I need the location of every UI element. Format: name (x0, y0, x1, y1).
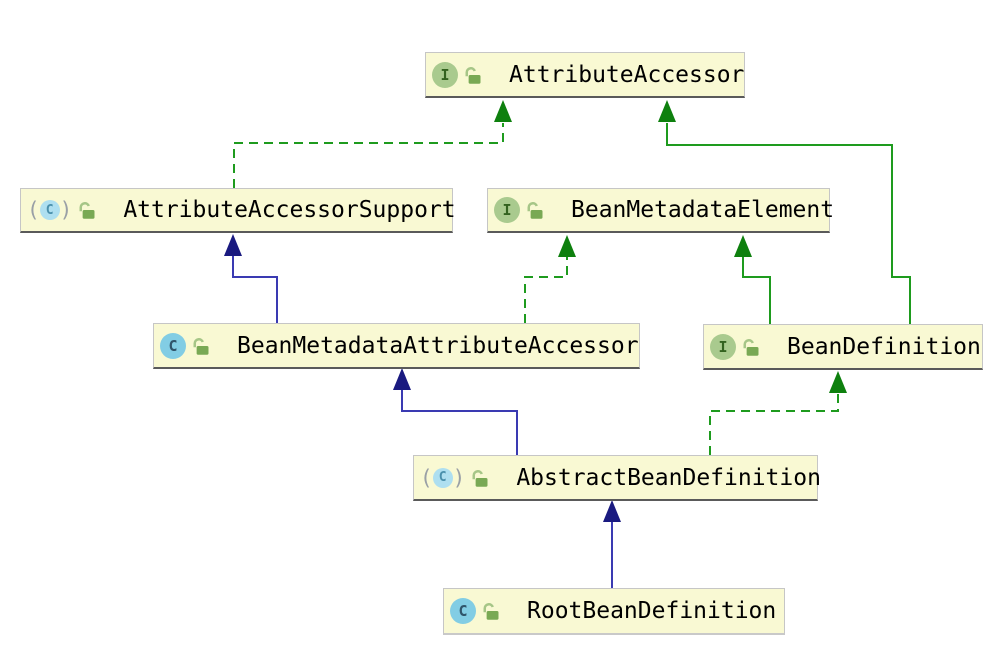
interface-icon-letter: I (494, 197, 520, 223)
class-icon: C (450, 598, 476, 624)
interface-icon: I (432, 61, 458, 88)
unlocked-icon (472, 469, 488, 487)
class-icon-letter: C (160, 332, 186, 359)
class-name: AbstractBeanDefinition (516, 464, 821, 491)
class-name: RootBeanDefinition (527, 598, 777, 624)
node-attribute-accessor[interactable]: I AttributeAccessor (425, 52, 745, 98)
unlocked-icon (743, 338, 759, 356)
unlocked-icon (193, 337, 209, 355)
node-attribute-accessor-support[interactable]: ( C ) AttributeAccessorSupport (20, 188, 456, 233)
unlocked-icon (465, 66, 481, 84)
class-name: BeanDefinition (787, 333, 981, 360)
node-bean-metadata-attribute-accessor[interactable]: C BeanMetadataAttributeAccessor (153, 323, 640, 369)
class-name: BeanMetadataAttributeAccessor (237, 332, 639, 359)
unlocked-icon (527, 202, 543, 219)
abstract-class-icon: ( C ) (27, 198, 73, 222)
abstract-class-icon: ( C ) (420, 465, 466, 490)
class-name: AttributeAccessor (509, 61, 745, 88)
abstract-paren-close: ) (59, 198, 73, 222)
abstract-paren-open: ( (27, 198, 40, 222)
abstract-paren-open: ( (420, 465, 433, 490)
abstract-class-icon-letter: C (432, 467, 453, 488)
class-name: BeanMetadataElement (571, 197, 835, 223)
class-icon-letter: C (450, 598, 476, 624)
unlocked-icon (79, 202, 95, 219)
node-abstract-bean-definition[interactable]: ( C ) AbstractBeanDefinition (413, 455, 821, 501)
interface-icon-letter: I (432, 61, 458, 88)
unlocked-icon (483, 603, 499, 620)
abstract-class-icon-letter: C (39, 200, 60, 220)
interface-icon-letter: I (710, 333, 736, 360)
interface-icon: I (494, 197, 520, 223)
node-bean-definition[interactable]: I BeanDefinition (703, 324, 983, 370)
class-icon: C (160, 332, 186, 359)
interface-icon: I (710, 333, 736, 360)
node-root-bean-definition[interactable]: C RootBeanDefinition (443, 588, 785, 635)
class-name: AttributeAccessorSupport (123, 197, 456, 223)
node-bean-metadata-element[interactable]: I BeanMetadataElement (487, 188, 834, 233)
abstract-paren-close: ) (452, 465, 466, 490)
